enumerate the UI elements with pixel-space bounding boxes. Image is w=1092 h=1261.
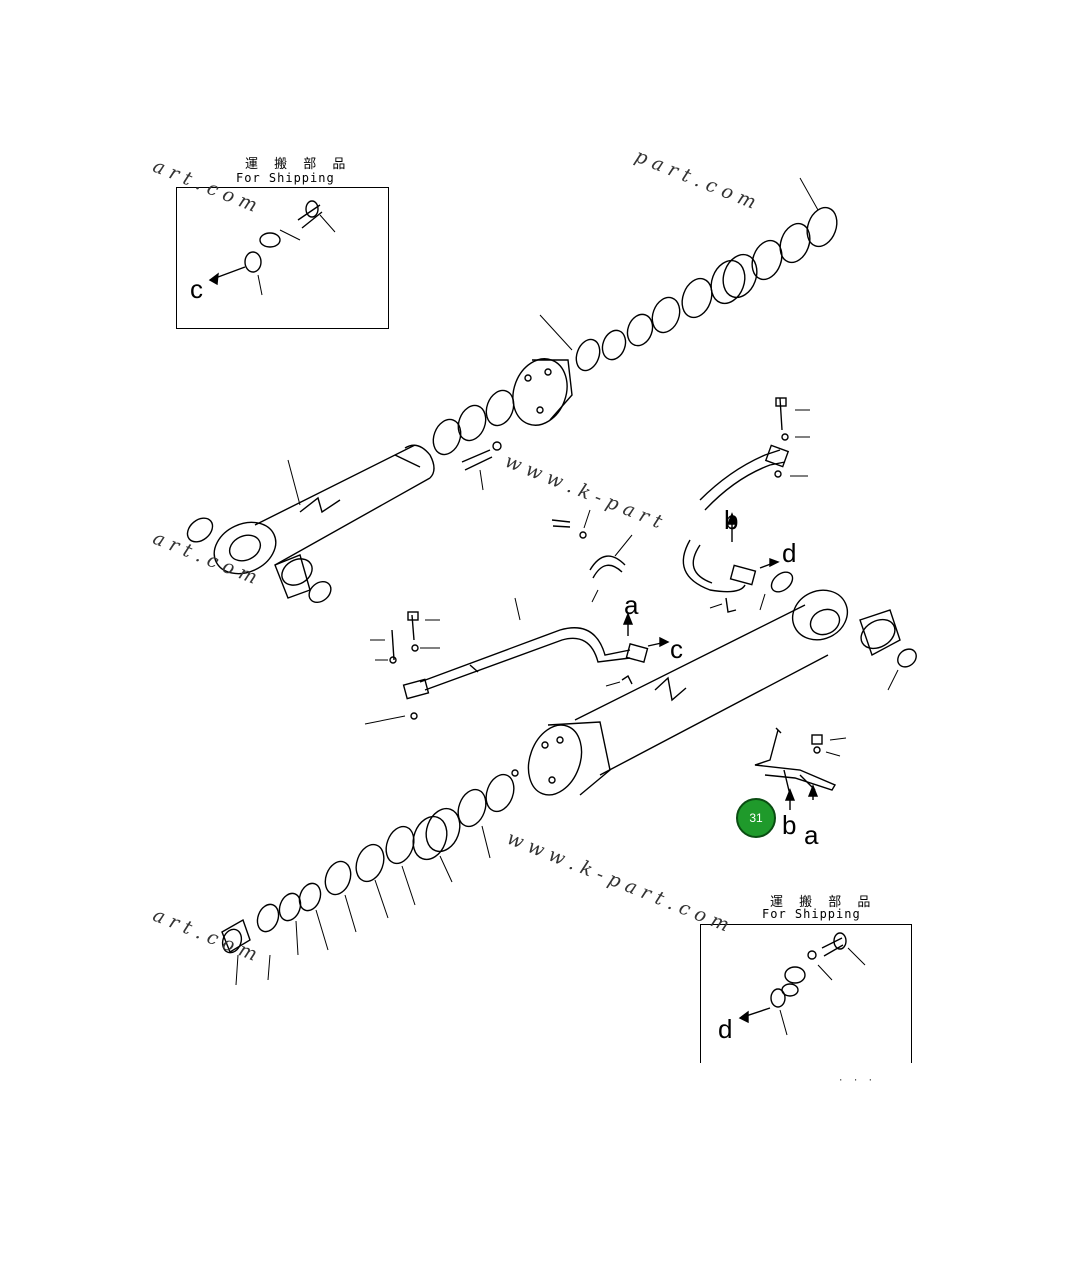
upper-pipe [682,397,810,613]
lower-seal-rings [221,769,519,986]
upper-seal-rings [432,177,838,491]
bracket [754,727,847,810]
upper-rod-assembly [186,444,435,604]
cylinder-tube [527,571,917,796]
lower-pipe [364,509,670,725]
shipping-box-top-arrow-label: c [190,274,203,304]
item-number-badge[interactable]: 31 [736,798,776,838]
shipping-box-bottom-title-jp: 運 搬 部 品 [770,895,877,910]
shipping-parts-box-top [176,187,389,329]
callout-b-lower: b [782,810,797,840]
shipping-box-bottom-arrow-label: d [718,1014,733,1044]
callout-d: d [782,538,797,568]
callout-a-upper: a [624,590,639,620]
callout-a-lower: a [804,820,819,850]
top-shipping-parts [208,200,336,296]
shipping-parts-box-bottom [700,924,912,1063]
shipping-box-bottom-title-en: For Shipping [762,907,861,921]
callout-c: c [670,634,683,664]
bottom-shipping-parts [738,932,866,1036]
callout-b-upper: b [724,505,739,535]
page-reference: · · · [838,1076,876,1086]
shipping-box-top-title-jp: 運 搬 部 品 [245,157,352,172]
shipping-box-top-title-en: For Shipping [236,171,335,185]
